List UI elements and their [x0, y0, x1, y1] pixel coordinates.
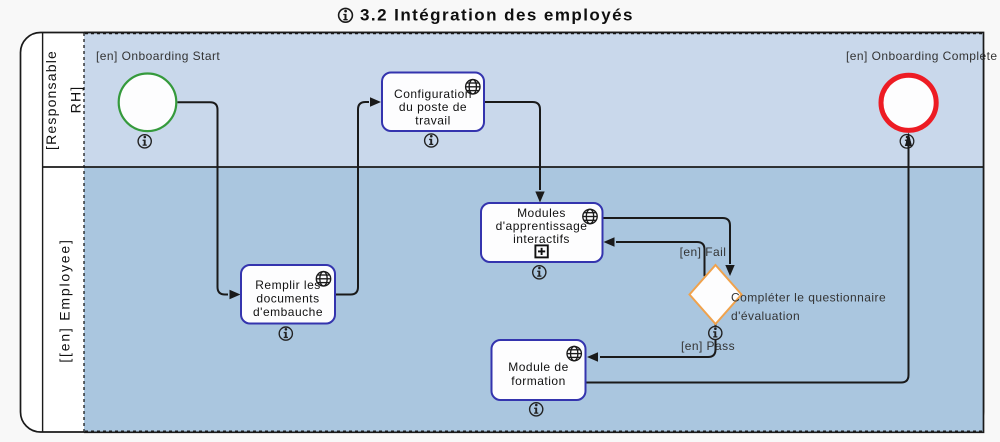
svg-text:[en] Onboarding Start: [en] Onboarding Start: [96, 49, 220, 63]
svg-text:travail: travail: [415, 113, 451, 127]
svg-text:Remplir les: Remplir les: [255, 278, 321, 292]
svg-text:Module de: Module de: [508, 360, 569, 374]
svg-text:[[en] Employee]: [[en] Employee]: [57, 238, 73, 362]
svg-text:Modules: Modules: [517, 206, 566, 220]
svg-text:[en] Fail: [en] Fail: [680, 245, 727, 259]
svg-text:interactifs: interactifs: [513, 232, 570, 246]
svg-text:d'apprentissage: d'apprentissage: [496, 219, 588, 233]
svg-text:documents: documents: [256, 292, 319, 306]
svg-text:du poste de: du poste de: [399, 100, 467, 114]
svg-text:d'évaluation: d'évaluation: [731, 309, 800, 323]
svg-text:3.2 Intégration des employés: 3.2 Intégration des employés: [360, 5, 634, 24]
svg-text:[en] Onboarding Complete: [en] Onboarding Complete: [846, 49, 998, 63]
svg-text:RH]: RH]: [68, 86, 84, 114]
svg-text:[Responsable: [Responsable: [43, 50, 59, 150]
svg-text:Configuration: Configuration: [394, 87, 472, 101]
svg-text:Compléter le questionnaire: Compléter le questionnaire: [731, 291, 886, 305]
svg-text:formation: formation: [511, 374, 566, 388]
svg-text:d'embauche: d'embauche: [253, 305, 323, 319]
svg-text:[en] Pass: [en] Pass: [681, 339, 735, 353]
